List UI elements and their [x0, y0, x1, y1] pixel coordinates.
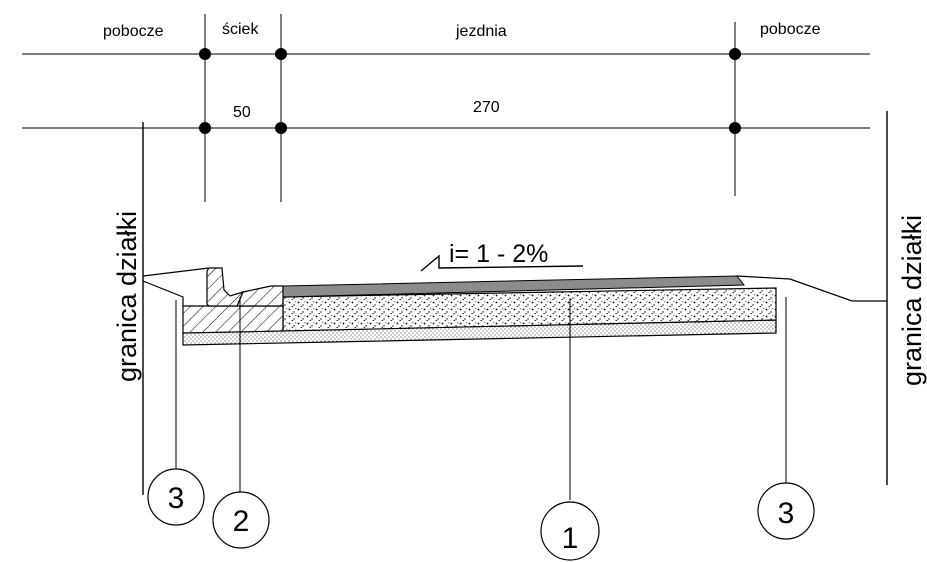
dimension-grid: [22, 14, 870, 202]
shoulder-left-slope: [142, 280, 184, 306]
grid-node: [729, 122, 741, 134]
callout-circle: [147, 468, 205, 526]
gutter-foundation: [182, 305, 284, 334]
callout-number: 1: [562, 522, 579, 555]
callout-2: 2: [212, 491, 270, 549]
slope-arrow: [420, 254, 584, 272]
label-slope: i= 1 - 2%: [449, 240, 548, 268]
callout-circle: [757, 482, 815, 540]
grid-node: [199, 48, 211, 60]
label-pobocze-right: pobocze: [760, 21, 821, 38]
callout-circle: [540, 501, 600, 561]
shoulder-left-surface: [142, 267, 210, 277]
curb: [206, 267, 245, 307]
label-granica-right: granica działki: [897, 215, 927, 386]
label-pobocze-left: pobocze: [103, 23, 164, 40]
callout-1: 1: [540, 501, 600, 561]
shoulder-right: [736, 275, 887, 302]
grid-node: [275, 48, 287, 60]
callout-3-left: 3: [147, 468, 205, 526]
callout-circle: [212, 491, 270, 549]
gutter-element: [236, 285, 284, 307]
label-granica-left: granica działki: [112, 211, 142, 382]
label-sciek: ściek: [222, 21, 259, 38]
callout-number: 3: [778, 497, 795, 530]
callout-3-right: 3: [757, 482, 815, 540]
grid-node: [199, 122, 211, 134]
callout-number: 3: [168, 482, 185, 515]
pavement-layers: [142, 267, 887, 346]
grid-nodes: [199, 48, 741, 134]
label-jezdnia: jezdnia: [455, 23, 507, 40]
grid-node: [729, 48, 741, 60]
dimension-road-width: 270: [473, 99, 500, 116]
callout-number: 2: [233, 505, 250, 538]
grid-node: [275, 122, 287, 134]
dimension-gutter-width: 50: [233, 104, 251, 121]
leader-lines: [175, 297, 787, 500]
